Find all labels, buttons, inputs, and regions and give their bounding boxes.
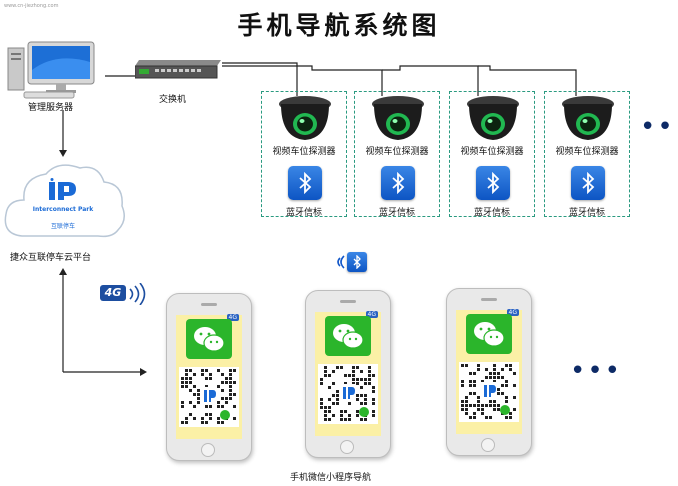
home-button[interactable] (201, 443, 215, 457)
phone: 4G (166, 293, 252, 461)
phone-status: 4G (506, 309, 519, 316)
camera-label: 视频车位探测器 (365, 147, 429, 157)
phone: 4G (305, 290, 391, 458)
bluetooth-icon (347, 252, 367, 272)
server-node: 管理服务器 (6, 40, 106, 113)
camera-label: 视频车位探测器 (555, 147, 619, 157)
network-switch-icon (135, 60, 221, 79)
phones-label: 手机微信小程序导航 (290, 473, 372, 483)
network-4g-badge: 4G (100, 283, 150, 305)
qr-code-icon (179, 367, 239, 427)
bluetooth-icon (571, 166, 605, 200)
wechat-icon (466, 314, 512, 354)
cloud-brand: Interconnect Park (32, 206, 94, 213)
home-button[interactable] (481, 438, 495, 452)
phone-screen: 4G (176, 314, 242, 439)
4g-label: 4G (100, 285, 126, 301)
watermark: www.cn-jiezhong.com (4, 3, 59, 9)
beacon-label: 蓝牙信标 (473, 208, 510, 218)
cloud-icon (4, 164, 125, 238)
phone-status: 4G (226, 314, 239, 321)
page-title: 手机导航系统图 (237, 11, 441, 40)
detector-unit: 视频车位探测器 蓝牙信标 (261, 91, 347, 218)
phone-status: 4G (365, 311, 378, 318)
dome-camera-icon (562, 96, 614, 140)
qr-code-icon (318, 364, 378, 424)
cloud-label: 捷众互联停车云平台 (10, 253, 92, 263)
qr-code-icon (459, 362, 519, 422)
more-detectors-ellipsis: ••• (640, 112, 678, 142)
detector-unit: 视频车位探测器 蓝牙信标 (449, 91, 535, 218)
switch-node: 交换机 (135, 56, 225, 105)
camera-label: 视频车位探测器 (272, 147, 336, 157)
computer-monitor-icon (7, 41, 95, 99)
wireless-signal-icon (337, 255, 345, 269)
camera-label: 视频车位探测器 (460, 147, 524, 157)
bluetooth-icon (476, 166, 510, 200)
wireless-signal-icon (129, 283, 146, 305)
bluetooth-icon (288, 166, 322, 200)
switch-label: 交换机 (159, 95, 187, 105)
wechat-icon (186, 319, 232, 359)
detector-unit: 视频车位探测器 蓝牙信标 (354, 91, 440, 218)
phone-screen: 4G (315, 311, 381, 436)
dome-camera-icon (467, 96, 519, 140)
detector-unit: 视频车位探测器 蓝牙信标 (544, 91, 630, 218)
interconnect-park-logo (49, 178, 76, 200)
phone-screen: 4G (456, 309, 522, 434)
cloud-platform-node: Interconnect Park 互联停车 捷众互联停车云平台 (0, 158, 130, 268)
home-button[interactable] (340, 440, 354, 454)
dome-camera-icon (372, 96, 424, 140)
beacon-label: 蓝牙信标 (285, 208, 322, 218)
beacon-label: 蓝牙信标 (568, 208, 605, 218)
beacon-label: 蓝牙信标 (378, 208, 415, 218)
phone: 4G (446, 288, 532, 456)
server-label: 管理服务器 (28, 103, 74, 113)
wechat-icon (325, 316, 371, 356)
cloud-name: 互联停车 (50, 223, 75, 230)
bluetooth-signal-badge (333, 252, 367, 272)
bluetooth-icon (381, 166, 415, 200)
dome-camera-icon (279, 96, 331, 140)
more-phones-ellipsis: ••• (570, 356, 623, 386)
